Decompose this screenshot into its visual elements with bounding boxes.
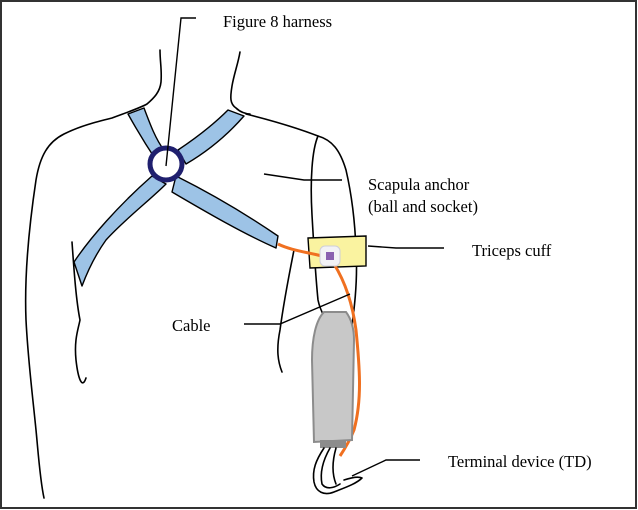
hook-finger	[332, 447, 337, 485]
terminal-leader	[351, 459, 420, 477]
label-triceps-cuff: Triceps cuff	[472, 241, 552, 260]
harness-leader	[165, 17, 196, 167]
left-arm-line	[71, 241, 87, 384]
harness-strap-upper-right	[177, 109, 245, 165]
label-terminal-device: Terminal device (TD)	[448, 452, 592, 471]
harness-strap-lower-right	[171, 175, 279, 249]
socket-body	[310, 311, 356, 444]
label-scapula-line1: Scapula anchor	[368, 175, 470, 194]
right-neck-line	[230, 51, 251, 115]
connector-center-icon	[326, 252, 334, 260]
leader-lines	[165, 17, 444, 477]
body-outline	[24, 49, 358, 499]
right-torso-line	[277, 249, 295, 373]
hook-inner	[320, 447, 341, 489]
left-torso-line	[24, 49, 163, 499]
harness-strap-lower-left	[73, 175, 167, 287]
cuff-leader	[367, 245, 444, 249]
label-cable: Cable	[172, 316, 211, 335]
label-scapula-line2: (ball and socket)	[368, 197, 478, 216]
cable-leader	[244, 293, 351, 325]
hook-outer	[312, 447, 363, 495]
cable-upper	[277, 242, 323, 258]
cable-lower	[332, 263, 361, 457]
inner-arm-line	[310, 135, 327, 321]
scapula-leader	[263, 173, 342, 181]
terminal-device-hook	[312, 447, 363, 495]
figure-8-harness	[73, 107, 279, 287]
label-harness: Figure 8 harness	[223, 12, 332, 31]
prosthetic-socket	[310, 311, 356, 448]
socket-wrist	[320, 440, 346, 448]
right-shoulder-line	[245, 113, 358, 341]
